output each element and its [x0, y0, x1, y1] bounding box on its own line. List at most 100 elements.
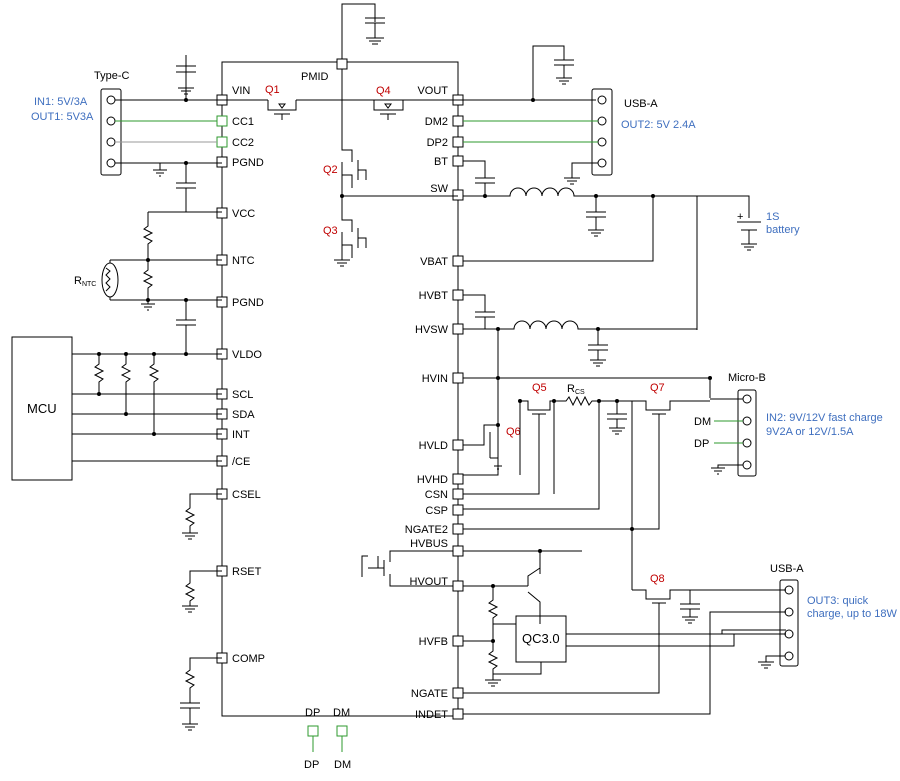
usb-a-2-note-2: charge, up to 18W: [807, 608, 898, 620]
pin-hvin: HVIN: [422, 373, 448, 385]
comp-network: [180, 657, 222, 724]
pin-pgnd-1: PGND: [232, 157, 264, 169]
mcu-label: MCU: [27, 401, 57, 416]
ground-icon: [564, 162, 598, 185]
micro-b-title: Micro-B: [728, 372, 766, 384]
ground-icon: [153, 163, 167, 177]
pin-vbat: VBAT: [420, 256, 448, 268]
pullup-resistor: [148, 354, 160, 434]
q8-label: Q8: [650, 573, 665, 585]
qc3-data-lines: [566, 629, 786, 647]
hvfb-resistor-bottom: [487, 641, 499, 680]
rntc-label: RNTC: [74, 275, 96, 288]
pin-pgnd-2: PGND: [232, 297, 264, 309]
ground-icon: [334, 259, 350, 267]
mcu-bus-wires: [72, 393, 222, 462]
pin-hvld: HVLD: [419, 440, 448, 452]
ground-icon: [182, 605, 198, 613]
ground-icon: [141, 300, 155, 311]
right-pin-labels: VOUT DM2 DP2 BT SW VBAT HVBT HVSW HVIN H…: [405, 85, 449, 721]
pgnd-cap: [176, 163, 222, 213]
pin-hvout: HVOUT: [410, 576, 449, 588]
pin-ce: /CE: [232, 456, 250, 468]
q3-mosfet: [341, 196, 367, 260]
pullup-resistor: [120, 354, 132, 414]
pin-sw: SW: [430, 183, 448, 195]
ground-icon: [758, 655, 785, 669]
vout-cap: [532, 45, 574, 100]
usb-a-2-title: USB-A: [770, 563, 804, 575]
pin-dm-box: [336, 725, 348, 737]
battery-note-2: battery: [766, 224, 800, 236]
pmid-cap-wire: [341, 3, 376, 59]
q1-mosfet: [267, 100, 297, 120]
q3-label: Q3: [323, 225, 338, 237]
micro-b-note-2: 9V2A or 12V/1.5A: [766, 426, 854, 438]
battery-icon: [697, 195, 761, 251]
pin-indet: INDET: [415, 709, 448, 721]
qc-bjt: [527, 551, 541, 624]
q5-mosfet: [463, 400, 562, 495]
pin-csel: CSEL: [232, 489, 261, 501]
pin-hvbus: HVBUS: [410, 538, 448, 550]
csp-cap: [607, 401, 627, 435]
pin-hvbt: HVBT: [419, 290, 449, 302]
micro-b-pin-dm: DM: [694, 416, 711, 428]
ntc-resistor: [110, 259, 222, 301]
pin-dp-box: [307, 725, 319, 737]
hvsw-inductor: [463, 320, 697, 330]
pin-int: INT: [232, 429, 250, 441]
pin-vldo: VLDO: [232, 349, 262, 361]
pin-csn: CSN: [425, 489, 448, 501]
pin-dm: DM: [333, 707, 350, 719]
q4-label: Q4: [376, 85, 391, 97]
pin-csp: CSP: [425, 505, 448, 517]
bt-cap: [463, 160, 495, 196]
micro-b-note-1: IN2: 9V/12V fast charge: [766, 412, 883, 424]
micro-b-pin-dp: DP: [694, 438, 709, 450]
pullup-resistor: [93, 354, 105, 394]
pin-pmid-box: [336, 58, 348, 70]
usb-a-2-connector: [779, 579, 799, 667]
ntc-thermistor: [101, 262, 119, 298]
q6-mosfet: [463, 424, 502, 470]
ground-icon: [182, 723, 198, 731]
q8-mosfet: [632, 589, 786, 614]
pin-dp2: DP2: [427, 137, 448, 149]
q6-label: Q6: [506, 426, 521, 438]
indet-wire: [463, 611, 786, 715]
type-c-note-1: IN1: 5V/3A: [34, 96, 88, 108]
pin-hvsw: HVSW: [415, 324, 449, 336]
ground-icon: [366, 37, 384, 45]
bottom-label-dm: DM: [334, 759, 351, 771]
rset-resistor: [184, 570, 222, 606]
pin-rset: RSET: [232, 566, 262, 578]
pin-cc2: CC2: [232, 137, 254, 149]
rcs-label: RCS: [567, 383, 585, 396]
rcs-resistor: [562, 395, 599, 407]
micro-b-connector: [737, 389, 757, 477]
usb-a-1-connector: [591, 88, 613, 176]
pin-ntc: NTC: [232, 255, 255, 267]
vin-cap: [176, 55, 196, 100]
pin-hvhd: HVHD: [417, 474, 448, 486]
vcc-resistor: [142, 211, 222, 261]
pin-vin: VIN: [232, 85, 250, 97]
vbus-cap: [680, 590, 700, 624]
usb-a-1-note: OUT2: 5V 2.4A: [621, 119, 696, 131]
ground-icon: [485, 679, 501, 687]
ground-icon: [182, 532, 198, 540]
q7-mosfet: [463, 400, 710, 530]
micro-b-data-lines: [714, 420, 743, 444]
q1-label: Q1: [265, 84, 280, 96]
left-pin-labels: VIN CC1 CC2 PGND VCC NTC PGND VLDO SCL S…: [232, 85, 265, 665]
hv-mosfet: [361, 550, 408, 587]
pin-vcc: VCC: [232, 208, 255, 220]
ground-icon: [178, 87, 194, 95]
q4-mosfet: [373, 100, 404, 120]
type-c-connector: [100, 88, 122, 176]
vldo-cap: [176, 300, 196, 354]
ground-icon: [711, 464, 743, 475]
csel-resistor: [184, 493, 222, 533]
